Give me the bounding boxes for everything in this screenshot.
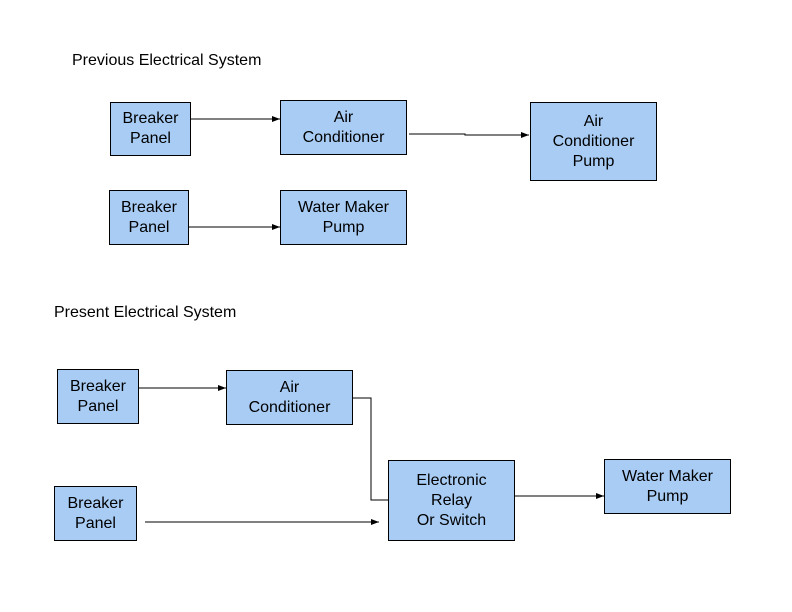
line-present-ac-to-relay <box>353 397 388 501</box>
arrow-prev-ac-to-pump <box>409 132 529 138</box>
present-air-conditioner: Air Conditioner <box>226 370 353 425</box>
previous-air-conditioner: Air Conditioner <box>280 100 407 155</box>
previous-system-title: Previous Electrical System <box>72 52 262 69</box>
present-breaker-panel-1: Breaker Panel <box>57 369 139 424</box>
previous-breaker-panel-2: Breaker Panel <box>109 190 189 245</box>
previous-ac-pump: Air Conditioner Pump <box>530 102 657 181</box>
previous-breaker-panel-1: Breaker Panel <box>110 102 191 156</box>
previous-water-maker-pump: Water Maker Pump <box>280 190 407 245</box>
present-relay-switch: Electronic Relay Or Switch <box>388 460 515 541</box>
present-breaker-panel-2: Breaker Panel <box>54 486 137 541</box>
present-system-title: Present Electrical System <box>54 304 237 321</box>
present-water-maker-pump: Water Maker Pump <box>604 459 731 514</box>
